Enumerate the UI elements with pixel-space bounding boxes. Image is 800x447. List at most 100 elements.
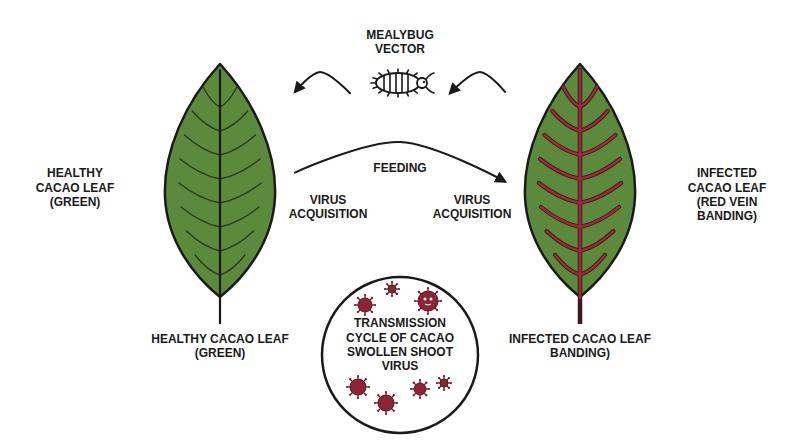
virus-spike-tip — [443, 375, 445, 377]
virus-spike-tip — [418, 291, 420, 293]
edge-label: FEEDING — [370, 161, 429, 175]
virus-spike-tip — [374, 402, 376, 404]
virus-spike-tip — [396, 283, 398, 285]
virus-spike-tip — [357, 297, 359, 299]
vein-outline — [580, 159, 620, 179]
vein-outline — [580, 87, 597, 107]
virus-particle — [354, 294, 376, 316]
mealybug-segment — [407, 75, 409, 91]
leaf-vein — [220, 111, 248, 131]
red-vein-band — [541, 207, 580, 227]
infected-leaf — [505, 62, 655, 324]
vein-outline — [580, 135, 615, 155]
red-vein-band — [540, 159, 580, 179]
virus-body — [414, 383, 426, 395]
virus-particle — [410, 379, 430, 399]
leaf-vein — [195, 255, 220, 275]
vein-outline — [563, 87, 580, 107]
cycle-circle: TRANSMISSION CYCLE OF CACAO SWOLLEN SHOO… — [320, 275, 480, 435]
red-vein-band — [580, 231, 614, 251]
cycle-arrow — [295, 72, 350, 93]
virus-spike-tip — [391, 281, 393, 283]
virus-spike-tip — [438, 377, 440, 379]
virus-particle — [374, 391, 398, 415]
mealybug-segment — [395, 74, 397, 92]
red-vein-band — [545, 135, 580, 155]
vein-outline — [552, 111, 580, 131]
vein-outline — [555, 255, 580, 275]
leaf-vein — [192, 111, 220, 131]
virus-spike-tip — [418, 309, 420, 311]
virus-spike-tip — [364, 314, 366, 316]
virus-spike-tip — [377, 410, 379, 412]
node-label: MEALYBUG VECTOR — [350, 28, 450, 57]
leaf-vein — [220, 231, 254, 251]
mealybug-segment — [389, 74, 391, 91]
virus-spike-tip — [440, 300, 442, 302]
virus-spike-tip — [396, 402, 398, 404]
leaf-vein — [203, 87, 220, 107]
virus-spike-tip — [413, 394, 415, 396]
virus-particle — [436, 375, 452, 391]
virus-spike-tip — [357, 311, 359, 313]
virus-eye — [424, 298, 427, 301]
virus-spike-tip — [365, 394, 367, 396]
virus-spike-tip — [349, 378, 351, 380]
virus-particle — [414, 287, 442, 315]
virus-spike-tip — [386, 293, 388, 295]
annotation-label: HEALTHY CACAO LEAF (GREEN) — [28, 166, 123, 209]
virus-spike-tip — [377, 394, 379, 396]
leaf-vein — [220, 255, 245, 275]
connector-group — [295, 72, 505, 182]
virus-spike-tip — [443, 389, 445, 391]
virus-spike-tip — [346, 386, 348, 388]
leaf-vein — [181, 207, 220, 227]
mealybug-antenna — [426, 73, 434, 79]
vein-outline — [539, 183, 580, 203]
virus-mouth — [425, 304, 431, 305]
node-label: TRANSMISSION CYCLE OF CACAO SWOLLEN SHOO… — [338, 316, 462, 374]
vein-outline — [545, 135, 580, 155]
red-vein-band — [580, 207, 619, 227]
virus-spike-tip — [374, 304, 376, 306]
virus-spike-tip — [357, 375, 359, 377]
virus-spike-tip — [438, 387, 440, 389]
virus-spike-tip — [365, 378, 367, 380]
mealybug-segment — [401, 74, 403, 92]
virus-spike-tip — [413, 382, 415, 384]
virus-spike-tip — [436, 309, 438, 311]
virus-spike-tip — [414, 300, 416, 302]
circle-border — [322, 277, 478, 433]
virus-spike-tip — [428, 388, 430, 390]
virus-spike-tip — [368, 386, 370, 388]
virus-spike-tip — [410, 388, 412, 390]
virus-spike-tip — [396, 293, 398, 295]
leaf-vein — [179, 183, 220, 203]
virus-eye — [430, 298, 433, 301]
red-vein-band — [580, 87, 597, 107]
red-vein-band — [555, 255, 580, 275]
leaf-vein — [220, 183, 261, 203]
mealybug-antenna — [426, 87, 434, 93]
vein-outline — [580, 183, 621, 203]
vein-outline — [546, 231, 580, 251]
red-vein-band — [539, 183, 580, 203]
red-vein-band — [580, 183, 621, 203]
virus-spike-tip — [371, 297, 373, 299]
virus-spike-tip — [427, 313, 429, 315]
virus-particle — [346, 375, 370, 399]
virus-spike-tip — [448, 387, 450, 389]
vein-outline — [580, 231, 614, 251]
vein-outline — [540, 159, 580, 179]
vein-outline — [580, 111, 608, 131]
leaf-vein — [220, 135, 255, 155]
healthy-leaf — [145, 62, 295, 324]
virus-spike-tip — [450, 382, 452, 384]
leaf-vein — [185, 135, 220, 155]
virus-spike-tip — [393, 394, 395, 396]
vein-outline — [580, 207, 619, 227]
virus-spike-tip — [364, 294, 366, 296]
red-vein-band — [563, 87, 580, 107]
virus-spike-tip — [448, 377, 450, 379]
